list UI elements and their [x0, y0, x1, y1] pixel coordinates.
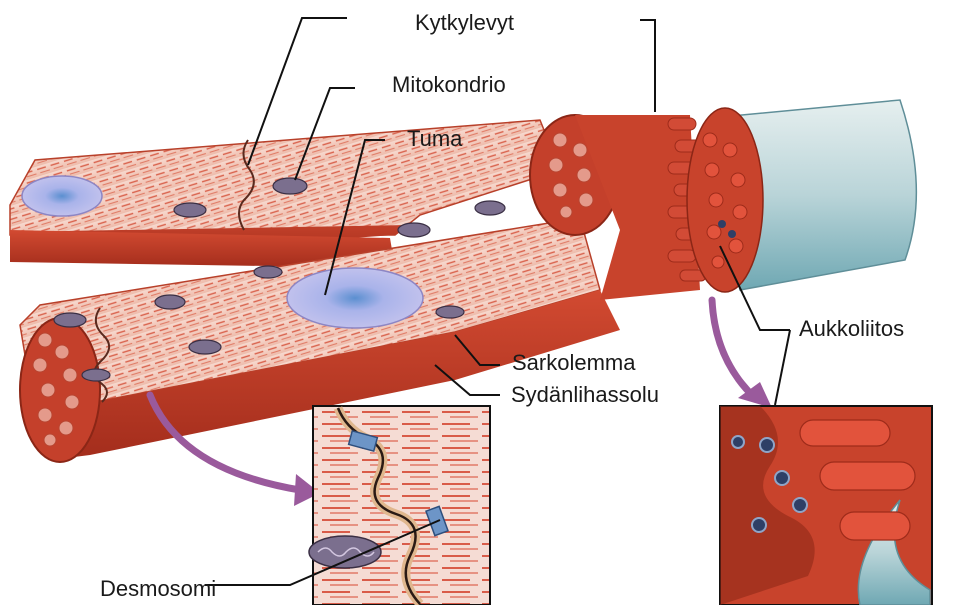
label-sarkolemma: Sarkolemma — [512, 352, 635, 374]
label-aukkoliitos: Aukkoliitos — [799, 318, 904, 340]
nucleus-lower — [287, 268, 423, 328]
nucleus-upper — [22, 176, 102, 216]
label-tuma: Tuma — [407, 128, 462, 150]
leader-aukkoliitos-2 — [775, 330, 790, 405]
desmosome-inset — [309, 406, 490, 605]
mitochondrion-4 — [398, 223, 430, 237]
gap-junction-inset — [720, 406, 932, 605]
label-desmosomi: Desmosomi — [100, 578, 216, 600]
fiber-cross-section — [20, 318, 100, 462]
label-mitokondrio: Mitokondrio — [392, 74, 506, 96]
label-kytkylevyt: Kytkylevyt — [415, 12, 514, 34]
leader-kytkylevyt-right — [640, 20, 655, 112]
mitochondrion-1 — [273, 178, 307, 194]
mitochondrion-2 — [174, 203, 206, 217]
mitochondrion-3 — [475, 201, 505, 215]
arrow-to-gap-junction-inset — [712, 300, 755, 398]
label-sydanlihassolu: Sydänlihassolu — [511, 384, 659, 406]
